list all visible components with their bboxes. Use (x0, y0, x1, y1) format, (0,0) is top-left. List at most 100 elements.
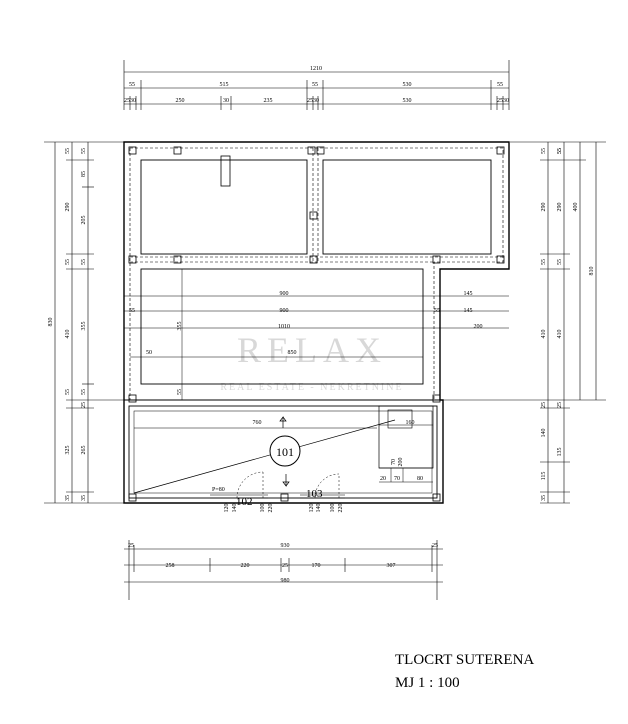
dim-inner-900a: 900 (280, 291, 289, 297)
dim-inner-145a: 145 (464, 291, 473, 297)
dim-door-a4: 220 (268, 504, 274, 513)
dim-right-total: 810 (589, 267, 595, 276)
dim-right-r1-2: 290 (541, 203, 547, 212)
dim-inner-900b: 900 (280, 308, 289, 314)
dim-inner-55b: 55 (177, 389, 183, 395)
dim-top-r2-6: 25 (307, 98, 313, 104)
dim-door-a3: 100 (260, 504, 266, 513)
dim-stair-200: 200 (398, 458, 404, 467)
dim-right-r2-10: 25 (557, 402, 563, 408)
dim-left-r2-8: 25 (81, 402, 87, 408)
room-102-label: 102 (236, 496, 253, 508)
dim-top-r1-2: 515 (220, 82, 229, 88)
dim-inner-355: 355 (177, 322, 183, 331)
dim-right-r2-6: 55 (557, 148, 563, 154)
watermark-tagline: REAL ESTATE - NEKRETNINE (220, 382, 403, 393)
dim-top-r2-1: 25 (124, 98, 130, 104)
dim-left-r1-7: 35 (65, 495, 71, 501)
dim-door-a2: 140 (232, 504, 238, 513)
dim-door-b2: 140 (316, 504, 322, 513)
dim-bottom-overall: 930 (281, 543, 290, 549)
dim-top-r2-9: 25 (497, 98, 503, 104)
dim-right-r2-4: 410 (557, 330, 563, 339)
dim-inner-850: 850 (288, 350, 297, 356)
dim-door-b4: 220 (338, 504, 344, 513)
dim-bottom-4: 170 (312, 563, 321, 569)
dim-door-a1: 120 (224, 504, 230, 513)
dim-bottom-end-left: 25 (128, 543, 134, 549)
dim-right-r1-3: 410 (541, 330, 547, 339)
dim-left-r2-5: 55 (81, 148, 87, 154)
dim-inner-55c: 55 (434, 308, 440, 314)
watermark: RELAX REAL ESTATE - NEKRETNINE (220, 330, 403, 393)
columns (128, 146, 505, 502)
dim-top-r2-7: 30 (313, 98, 319, 104)
room-101-label: 101 (276, 445, 294, 459)
dim-right-r2-8: 55 (557, 259, 563, 265)
top-dimensions (123, 60, 510, 110)
right-dimensions (440, 141, 606, 504)
dim-left-r2-9: 35 (81, 495, 87, 501)
dim-inner-160: 160 (406, 420, 415, 426)
dim-top-r2-10: 30 (503, 98, 509, 104)
dim-left-r1-3: 55 (65, 259, 71, 265)
dim-left-r1-2: 290 (65, 203, 71, 212)
dim-top-r2-2: 30 (130, 98, 136, 104)
dim-bottom-3: 25 (282, 563, 288, 569)
dim-inner-1010: 1010 (278, 324, 290, 330)
dim-right-r2-2: 290 (557, 203, 563, 212)
dim-left-r1-4: 410 (65, 330, 71, 339)
dim-top-r2-5: 235 (264, 98, 273, 104)
dim-left-r1-6: 325 (65, 446, 71, 455)
drawing-title: TLOCRT SUTERENA (395, 652, 535, 668)
dim-top-r1-5: 55 (497, 82, 503, 88)
dim-right-r1-4: 140 (541, 429, 547, 438)
dim-right-r2-9: 25 (541, 402, 547, 408)
dim-right-r1-1: 55 (541, 148, 547, 154)
dim-top-overall: 1210 (310, 66, 322, 72)
dim-bottom-2: 220 (241, 563, 250, 569)
room-101-marker (269, 435, 301, 467)
dim-top-r2-8: 530 (403, 98, 412, 104)
dim-top-r2-4: 30 (223, 98, 229, 104)
dim-top-r1-1: 55 (129, 82, 135, 88)
dim-left-r1-1: 55 (65, 148, 71, 154)
direction-arrows (279, 415, 290, 488)
room-103-label: 103 (306, 488, 323, 500)
bottom-dimensions (124, 540, 443, 600)
dim-right-r2-5: 135 (557, 448, 563, 457)
dim-inner-50: 50 (146, 350, 152, 356)
dim-door-b1: 120 (309, 504, 315, 513)
dim-left-r2-4: 265 (81, 446, 87, 455)
dim-right-r1-6: 35 (541, 495, 547, 501)
dim-left-r2-1: 85 (81, 171, 87, 177)
left-dimensions (44, 141, 124, 504)
dim-top-r1-4: 530 (403, 82, 412, 88)
dim-inner-200: 200 (474, 324, 483, 330)
dim-left-r2-2: 205 (81, 216, 87, 225)
dim-right-r1-5: 115 (541, 472, 547, 481)
door-openings (210, 494, 345, 499)
dim-left-total: 830 (48, 318, 54, 327)
dim-left-r2-3: 355 (81, 322, 87, 331)
dim-stair-20: 20 (380, 476, 386, 482)
dim-left-r1-5: 55 (65, 389, 71, 395)
watermark-brand: RELAX (237, 330, 387, 370)
dim-right-r2-1: 55 (557, 148, 563, 154)
dim-bottom-end-right: 25 (432, 543, 438, 549)
dim-inner-760: 760 (253, 420, 262, 426)
dim-inner-55a: 55 (129, 308, 135, 314)
dim-left-r2-7: 55 (81, 389, 87, 395)
dim-right-r2-7: 55 (541, 259, 547, 265)
dim-right-r2-3: 400 (573, 203, 579, 212)
dim-stair-70: 70 (394, 476, 400, 482)
dim-bottom-sub: 980 (281, 578, 290, 584)
drawing-scale: MJ 1 : 100 (395, 675, 460, 691)
door-swings (236, 471, 340, 499)
dim-stair-70b: 70 (391, 459, 397, 465)
dim-top-r2-3: 250 (176, 98, 185, 104)
p-label: P=80 (212, 487, 225, 493)
dim-inner-145b: 145 (464, 308, 473, 314)
dim-left-r2-6: 55 (81, 259, 87, 265)
